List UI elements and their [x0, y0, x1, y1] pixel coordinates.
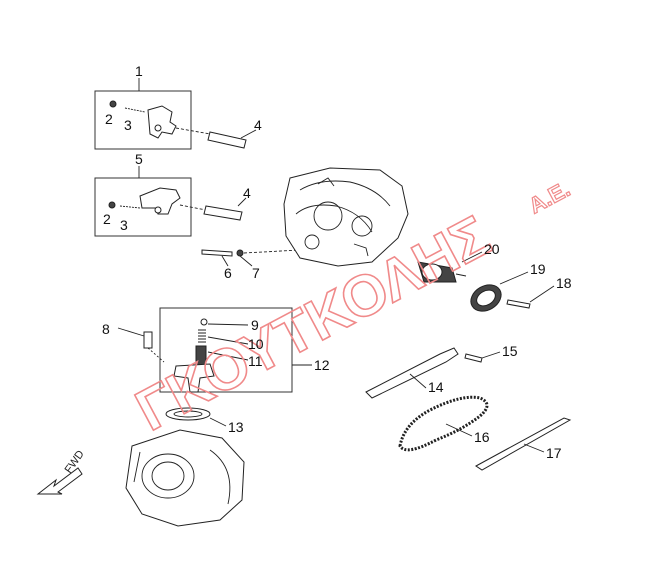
chain-guide-part-17	[475, 417, 572, 471]
callout-2: 2	[105, 111, 113, 127]
cylinder-block	[125, 429, 245, 527]
callout-14: 14	[428, 379, 444, 395]
sprocket-part-19	[470, 271, 529, 312]
callout-18: 18	[556, 275, 572, 291]
callout-11: 11	[248, 353, 263, 369]
callout-16: 16	[474, 429, 490, 445]
callout-7: 7	[252, 265, 260, 281]
callout-6: 6	[224, 265, 232, 281]
assembly-group-5	[94, 166, 247, 237]
assembly-group-1	[94, 78, 257, 150]
tensioner-group-12	[159, 307, 312, 393]
chain-guide-part-14	[365, 347, 459, 399]
callout-10: 10	[248, 336, 264, 352]
bolt-part-15	[464, 351, 501, 363]
callout-1: 1	[135, 63, 143, 79]
engine-crankcase	[283, 167, 409, 267]
callout-4b: 4	[243, 185, 251, 201]
timing-chain-part-16	[398, 395, 489, 452]
bolt-part-8	[117, 327, 165, 363]
callout-9: 9	[251, 317, 259, 333]
callout-8: 8	[102, 321, 110, 337]
callout-3b: 3	[120, 217, 128, 233]
callout-3: 3	[124, 117, 132, 133]
callout-12: 12	[314, 357, 330, 373]
watermark-suffix: Α.Ε.	[525, 176, 575, 218]
bolt-part-6-7	[201, 249, 301, 267]
callout-15: 15	[502, 343, 518, 359]
callout-17: 17	[546, 445, 562, 461]
forward-direction-indicator: FWD	[36, 448, 87, 495]
callout-5: 5	[135, 151, 143, 167]
callout-4: 4	[254, 117, 262, 133]
callout-20: 20	[484, 241, 500, 257]
forward-label: FWD	[63, 448, 87, 475]
callout-19: 19	[530, 261, 546, 277]
gasket-part-13	[165, 407, 227, 427]
callout-labels: 1 2 3 4 5 2 3 4 6 7 20 19 18 8 9 10 11 1…	[102, 63, 572, 461]
camshaft-part-20	[417, 251, 483, 283]
bolt-part-18	[506, 285, 555, 309]
callout-2b: 2	[103, 211, 111, 227]
forward-arrow-icon	[36, 467, 83, 495]
callout-13: 13	[228, 419, 244, 435]
